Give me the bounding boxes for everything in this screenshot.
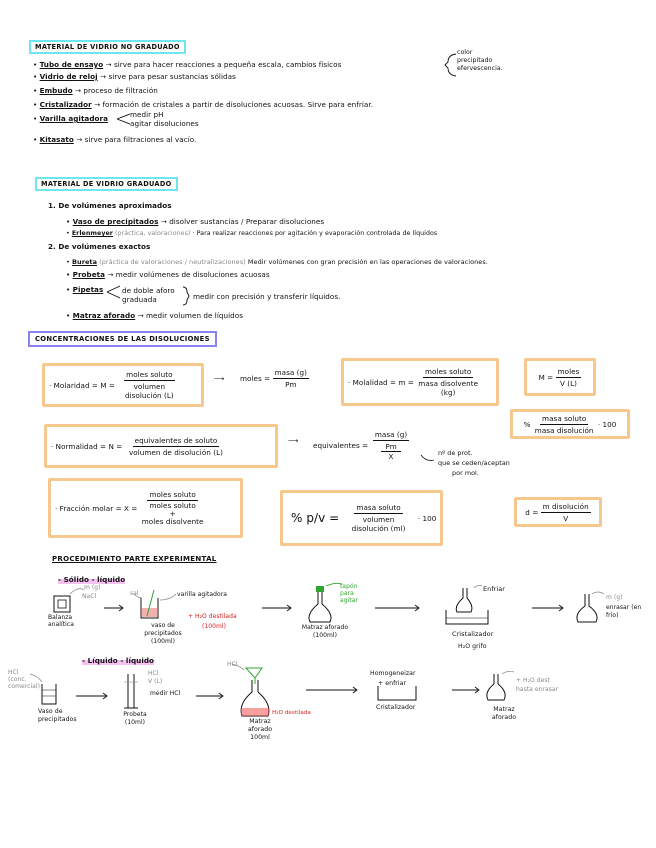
label-sal: sal <box>130 590 139 597</box>
label-balanza: Balanza analítica <box>48 614 74 628</box>
group-exactos: 2. De volúmenes exactos <box>48 242 151 251</box>
label-hcl-v2: V (L) <box>148 678 163 685</box>
arrow-icon: ⟶ <box>288 436 299 445</box>
procedure-row-1 <box>53 582 605 625</box>
label-h2o-dest3: + H₂O dest <box>516 677 550 684</box>
label-mg2: m (g) <box>606 594 623 601</box>
label-hcl-v: HCl <box>148 670 159 677</box>
list-item-varilla: Varilla agitadora <box>33 114 108 123</box>
brace-icon <box>444 53 457 77</box>
list-item-vaso: Vaso de precipitados → disolver sustanci… <box>66 217 324 226</box>
subsection-liquido-liquido: - Líquido - líquido <box>82 656 155 665</box>
label-matraz2: Matraz aforado 100ml <box>247 718 273 741</box>
cristalizador-2-icon <box>377 686 417 701</box>
list-item-matraz: Matraz aforado → medir volumen de líquid… <box>66 311 243 320</box>
label-mg: m (g) <box>84 584 101 591</box>
list-item-vidrio-reloj: Vidrio de reloj → sirve para pesar susta… <box>33 72 236 81</box>
fork-arrow-icon <box>106 285 121 299</box>
section-title-concentraciones: CONCENTRACIONES DE LAS DISOLUCIONES <box>28 331 217 347</box>
label-varilla: varilla agitadora <box>177 591 227 598</box>
list-item-erlenmeyer: Erlenmeyer (práctica, valoraciones) · Pa… <box>66 229 437 238</box>
item-label: Tubo de ensayo <box>39 60 104 69</box>
label-enfriar2: + enfriar <box>378 680 407 687</box>
list-item-probeta: Probeta → medir volúmenes de disolucione… <box>66 270 270 279</box>
varilla-branch: medir pH agitar disoluciones <box>130 110 199 128</box>
label-hasta-enrasar: hasta enrasar <box>516 686 559 693</box>
label-probeta: Probeta (10ml) <box>123 711 147 726</box>
balanza-icon <box>53 588 85 613</box>
list-item-cristalizador: Cristalizador → formación de cristales a… <box>33 100 373 109</box>
label-h2o-destilada-2: H₂O destilada <box>272 710 311 716</box>
label-nacl: NaCl <box>82 593 97 600</box>
list-item-pipetas: Pipetas <box>66 285 103 294</box>
formula-fraccion-molar: · Fracción molar = X = moles soluto mole… <box>48 478 243 538</box>
label-h2o-grifo: H₂O grifo <box>458 643 487 650</box>
subsection-solido-liquido: - Sólido - líquido <box>58 575 126 584</box>
matraz-aforado-icon <box>308 582 343 623</box>
formula-equivalentes: equivalentes = masa (g) Pm X <box>313 430 410 461</box>
pipeta-branch: de doble aforo graduada <box>122 286 175 304</box>
brace-icon <box>182 286 190 306</box>
label-h2o-volume: (100ml) <box>202 623 226 630</box>
label-cristalizador2: Cristalizador <box>376 704 416 711</box>
procedure-row-2 <box>29 663 515 717</box>
label-matraz: Matraz aforado (100ml) <box>301 624 349 639</box>
list-item-embudo: Embudo → proceso de filtración <box>33 86 158 95</box>
label-homogeneizar: Homogeneizar <box>370 670 416 677</box>
formula-moles: moles = masa (g)Pm <box>240 368 309 389</box>
pipeta-text: medir con precisión y transferir líquido… <box>193 292 341 301</box>
label-medir-hcl: medir HCl <box>150 690 181 697</box>
vaso-hcl-icon <box>29 673 57 705</box>
matraz-embudo-icon <box>231 663 270 717</box>
tubo-branch: color precipitado efervescencia. <box>457 49 503 72</box>
formula-normalidad: · Normalidad = N = equivalentes de solut… <box>44 424 278 468</box>
label-cristalizador: Cristalizador <box>452 630 494 638</box>
vaso-icon <box>133 589 177 619</box>
cristalizador-icon <box>445 584 489 625</box>
fork-arrow-icon <box>116 113 131 125</box>
label-tapon: tapón para agitar <box>340 583 358 604</box>
section-title-no-graduado: MATERIAL DE VIDRIO NO GRADUADO <box>29 40 186 54</box>
probeta-icon <box>124 674 138 709</box>
label-vaso2: Vaso de precipitados <box>38 708 77 723</box>
label-hcl-top: HCl <box>227 661 238 668</box>
arrow-icon <box>420 454 435 461</box>
label-enfriar: Enfriar <box>483 585 505 593</box>
label-h2o-destilada: + H₂O destilada <box>188 613 237 620</box>
list-item-kitasato: Kitasato → sirve para filtraciones al va… <box>33 135 196 144</box>
label-matraz3: Matraz aforado <box>491 706 517 721</box>
matraz-final-2-icon <box>486 670 515 701</box>
section-title-graduado: MATERIAL DE VIDRIO GRADUADO <box>35 177 178 191</box>
x-note: nº de prot. que se ceden/aceptan por mol… <box>438 449 510 477</box>
arrow-icon: ⟶ <box>214 374 225 383</box>
label-vaso: vaso de precipitados (100ml) <box>144 622 182 645</box>
section-title-procedimiento: PROCEDIMIENTO PARTE EXPERIMENTAL <box>52 555 217 563</box>
item-text: → sirve para hacer reacciones a pequeña … <box>105 60 342 69</box>
list-item-tubo: Tubo de ensayo → sirve para hacer reacci… <box>33 60 341 69</box>
group-aproximados: 1. De volúmenes aproximados <box>48 201 172 210</box>
label-hcl-conc: HCl (conc. comercial) <box>8 669 40 690</box>
label-enrasar: enrasar (en frío) <box>606 604 642 619</box>
matraz-final-icon <box>576 591 605 623</box>
list-item-bureta: Bureta (práctica de valoraciones / neutr… <box>66 258 488 267</box>
